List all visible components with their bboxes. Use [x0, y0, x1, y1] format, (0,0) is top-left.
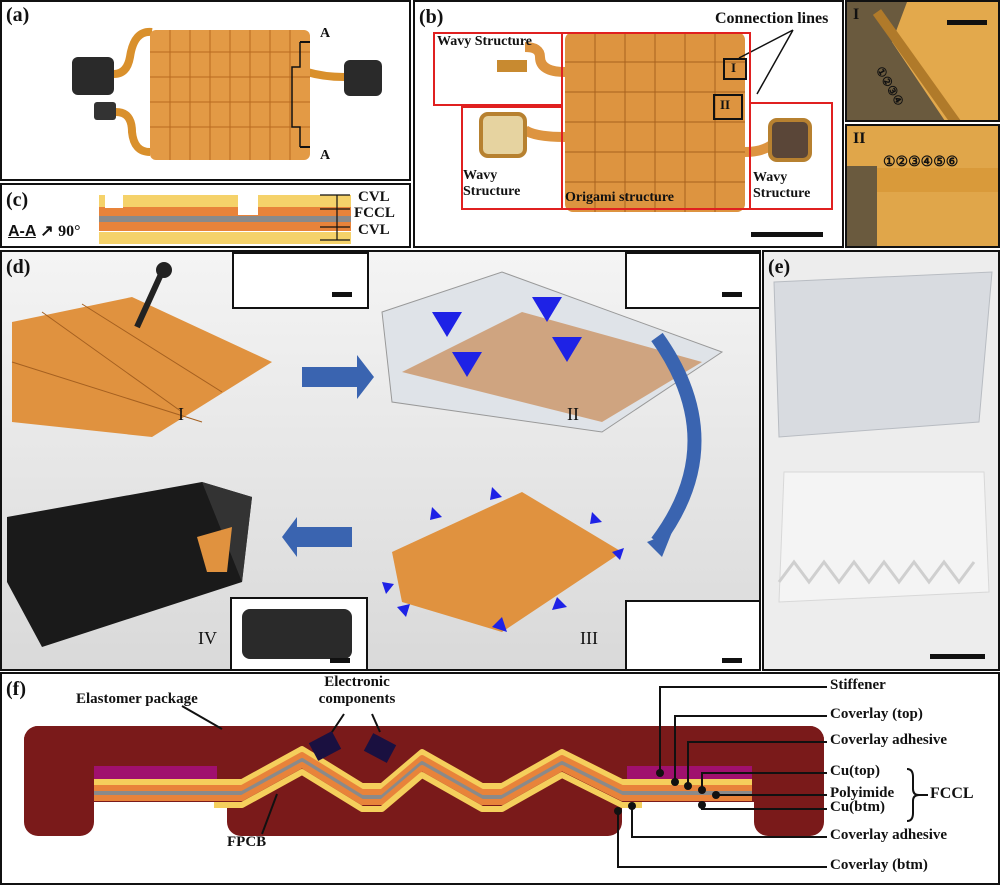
scale-bar [751, 232, 823, 237]
electronic-components-label: Electronic components [318, 674, 396, 707]
inset-II: II ①②③④⑤⑥ [845, 124, 1000, 248]
scale-bar-d-I [332, 292, 352, 297]
inset-d-IV [230, 597, 368, 669]
layer-cvl-top: CVL [358, 189, 390, 205]
panel-a: (a) A A [0, 0, 411, 181]
fpcb-photo [72, 27, 382, 160]
panel-e: (e) [762, 250, 1000, 671]
wavy-structure-label-right: Wavy Structure [753, 170, 811, 201]
scale-bar-e [930, 654, 985, 659]
fabrication-process [7, 262, 724, 647]
step-III: III [580, 628, 598, 648]
inset-I: I ①②③④ [845, 0, 1000, 122]
fccl-label: FCCL [930, 785, 974, 802]
inset-d-I [232, 252, 369, 309]
callout-stiffener: Stiffener [830, 677, 886, 693]
callout-cu-top: Cu(top) [830, 763, 881, 779]
inset-I-label: I [853, 6, 860, 23]
panel-d: (d) I II III IV [0, 250, 761, 671]
packaged-device [242, 609, 352, 659]
inset-II-label: II [853, 130, 866, 147]
inset-I-scale-bar [947, 20, 987, 25]
callout-cu-btm: Cu(btm) [830, 799, 885, 815]
region-box-I [723, 58, 747, 80]
inset-d-III [625, 600, 759, 669]
wavy-structure-box-right [749, 102, 833, 210]
callout-coverlay-adhesive-btm: Coverlay adhesive [830, 827, 948, 843]
fpcb-photo-annotated [479, 29, 812, 212]
layer-fccl: FCCL [354, 205, 395, 221]
fpcb-layers [94, 746, 752, 812]
connection-lines-label: Connection lines [715, 10, 829, 27]
layer-cvl-bottom: CVL [358, 222, 390, 238]
callout-coverlay-adhesive-top: Coverlay adhesive [830, 732, 948, 748]
inset-I-photo [847, 2, 961, 120]
inset-II-photo [847, 166, 998, 246]
region-mark-II: II [720, 97, 731, 112]
section-name: A-A [8, 223, 36, 240]
wavy-structure-label-left: Wavy Structure [463, 168, 521, 199]
section-mark-a-bottom: A [320, 148, 331, 163]
region-box-II [713, 94, 743, 120]
region-mark-I: I [731, 60, 737, 75]
panel-f-label: (f) [6, 678, 26, 700]
section-label: A-A ↗ 90° [8, 223, 81, 240]
callout-coverlay-top: Coverlay (top) [830, 706, 923, 722]
elastomer-package-label: Elastomer package [76, 691, 198, 707]
callout-polyimide: Polyimide [830, 785, 895, 801]
wavy-structure-label-top: Wavy Structure [437, 34, 533, 49]
inset-d-II [625, 252, 759, 309]
scale-bar-d-II [722, 292, 742, 297]
scale-bar-d-III [722, 658, 742, 663]
callout-coverlay-btm: Coverlay (btm) [830, 857, 928, 873]
section-mark-a-top: A [320, 26, 331, 41]
panel-f: (f) Elastomer package E [0, 672, 1000, 885]
package-cross-section [24, 686, 928, 868]
inset-II-pins: ①②③④⑤⑥ [883, 155, 959, 170]
stiffener-left [94, 766, 217, 780]
mold-photos [773, 271, 993, 603]
panel-d-label: (d) [6, 256, 31, 278]
step-I: I [178, 404, 184, 424]
step-II: II [567, 404, 579, 424]
panel-b-label: (b) [419, 6, 444, 28]
fpcb-label: FPCB [227, 834, 267, 850]
component-2 [363, 733, 397, 763]
scale-bar-d-IV [330, 658, 350, 663]
rotation-label: 90° [58, 223, 81, 240]
panel-e-label: (e) [768, 256, 791, 278]
panel-c-label: (c) [6, 189, 29, 211]
component-1 [308, 731, 342, 761]
step-IV: IV [198, 628, 217, 648]
panel-a-label: (a) [6, 4, 30, 26]
callout-lines [181, 686, 928, 868]
origami-structure-label: Origami structure [565, 190, 674, 205]
layer-cross-section [99, 194, 351, 244]
panel-c: (c) A-A ↗ 90° CVL FCCL CVL [0, 183, 411, 248]
panel-b: (b) I II Connection lines Wavy Structure… [413, 0, 844, 248]
